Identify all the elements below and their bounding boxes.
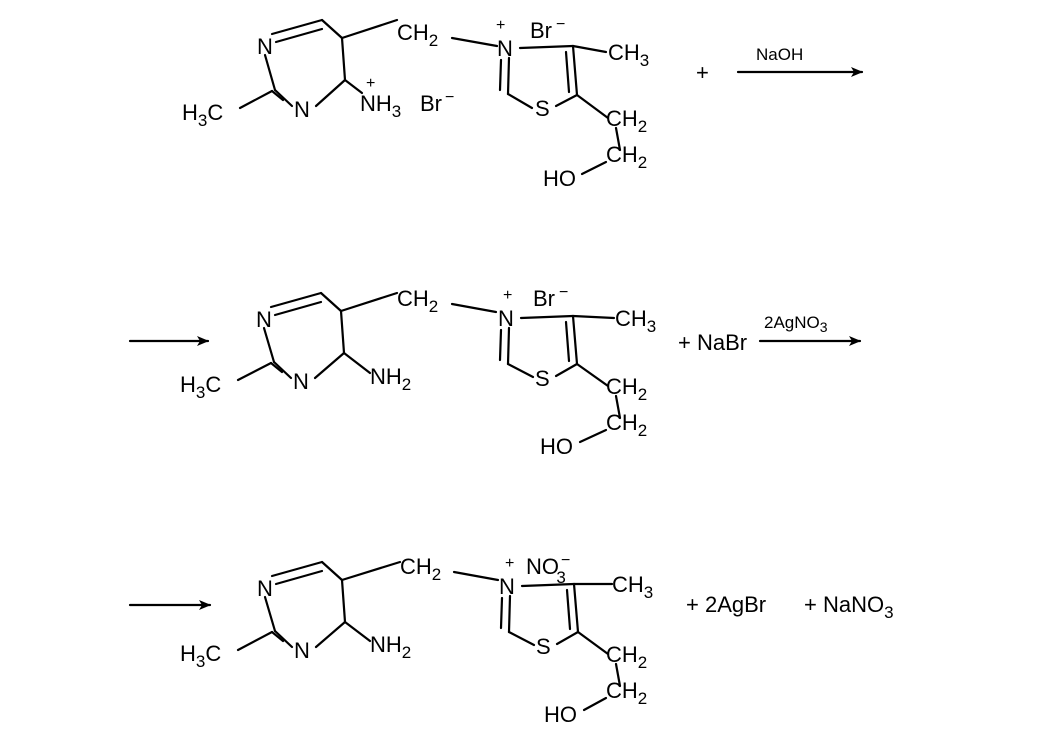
row-2: N N H3C NH2 CH2 + N Br− S CH3 CH2 [128,284,862,459]
thiazolium-sulfur: S [535,366,550,391]
thiazolium-methyl: CH3 [615,306,656,336]
chain-methylene-a: CH2 [606,374,647,404]
thiazolium-ring-1 [498,44,610,120]
pyrimidine-ring-2 [236,291,372,382]
ring-nitrogen-3: N [294,97,310,122]
chain-methylene-b: CH2 [606,410,647,440]
sodium-nitrate-product: + NaNO3 [804,592,894,622]
ring-nitrogen-3: N [293,369,309,394]
hydroxyethyl-chain-3 [582,662,622,712]
thiazolium-nitrogen: N [499,574,515,599]
methyl-label: H3C [182,100,223,130]
reagent-naoh: NaOH [756,45,803,64]
reagent-silver-nitrate: 2AgNO3 [764,313,828,335]
row-1: N N H3C + NH3 Br− CH2 + N Br− S CH3 [182,16,864,191]
thiazolium-charge: + [505,555,514,572]
hydroxyl-label: HO [543,166,576,191]
pyrimidine-ring-3 [236,560,372,652]
ring-nitrogen-1: N [256,307,272,332]
methyl-label: H3C [180,641,221,671]
thiazolium-counterion: Br− [533,284,568,311]
thiazolium-nitrogen: N [498,306,514,331]
methylene-bridge: CH2 [397,286,438,316]
thiazolium-charge: + [503,287,512,304]
chain-methylene-b: CH2 [606,142,647,172]
ring-nitrogen-1: N [257,576,273,601]
thiazolium-methyl: CH3 [608,40,649,70]
silver-bromide-product: + 2AgBr [686,592,766,617]
ammonium-counterion: Br− [420,89,454,116]
amine-label: NH2 [370,632,411,662]
thiazolium-sulfur: S [535,96,550,121]
row-3: N N H3C NH2 CH2 + N NO−3 S CH3 CH2 [128,552,894,727]
chain-methylene-a: CH2 [606,106,647,136]
amine-label: NH2 [370,364,411,394]
ammonium-charge: + [366,75,375,92]
bridge-bonds-1 [340,18,499,48]
thiazolium-methyl: CH3 [612,572,653,602]
sodium-bromide: + NaBr [678,330,747,355]
hydroxyethyl-chain-2 [578,394,622,444]
thiazolium-ring-3 [499,582,614,656]
ammonium-label: NH3 [360,91,401,121]
thiazolium-ring-2 [498,314,616,388]
thiazolium-counterion: Br− [530,16,565,43]
ring-nitrogen-3: N [294,638,310,663]
hydroxyethyl-chain-1 [580,126,622,176]
hydroxyl-label: HO [540,434,573,459]
pyrimidine-ring-1 [238,18,364,110]
chain-methylene-b: CH2 [606,678,647,708]
methylene-bridge: CH2 [400,554,441,584]
chain-methylene-a: CH2 [606,642,647,672]
methyl-label: H3C [180,372,221,402]
thiazolium-counterion: NO−3 [526,552,570,587]
ring-nitrogen-1: N [257,34,273,59]
bridge-bonds-2 [339,291,498,314]
methylene-bridge: CH2 [397,20,438,50]
thiazolium-sulfur: S [536,634,551,659]
bridge-bonds-3 [340,560,500,582]
plus-sign: + [696,60,709,85]
thiazolium-charge: + [496,17,505,34]
hydroxyl-label: HO [544,702,577,727]
thiazolium-nitrogen: N [497,36,513,61]
